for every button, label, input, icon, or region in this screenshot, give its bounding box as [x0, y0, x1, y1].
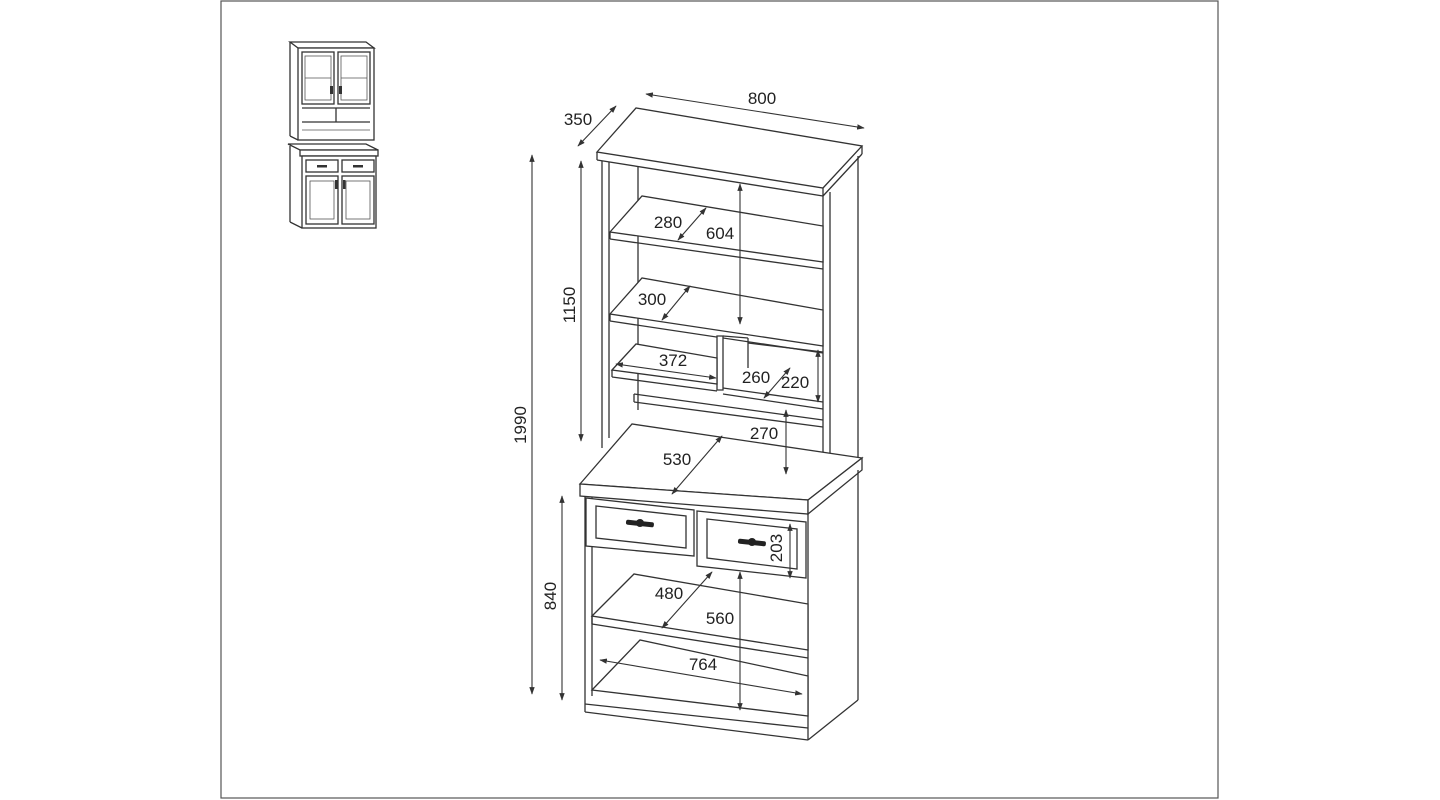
dim-drawer-height: 203 — [767, 534, 786, 562]
dim-total-height: 1990 — [511, 406, 530, 444]
dim-upper-height: 1150 — [560, 287, 579, 324]
drawer-handle-icon — [625, 519, 654, 528]
dim-lower-height: 840 — [541, 582, 560, 610]
dim-lower-shelf-depth: 480 — [655, 584, 683, 603]
dim-hutch-gap: 270 — [750, 424, 778, 443]
dim-worktop-depth: 530 — [663, 450, 691, 469]
dim-shelf-depth-top: 280 — [654, 213, 682, 232]
dim-inner-width: 764 — [689, 655, 717, 674]
dim-shelf-gap-top: 604 — [706, 224, 734, 243]
dim-lower-gap: 560 — [706, 609, 734, 628]
dim-niche-height: 220 — [781, 373, 809, 392]
dim-depth: 350 — [564, 110, 592, 129]
cabinet-main-view — [578, 107, 864, 741]
dim-niche-width: 372 — [659, 351, 687, 370]
cabinet-thumbnail — [287, 41, 379, 229]
dim-width: 800 — [748, 89, 776, 108]
drawing-frame — [220, 0, 1219, 799]
dimension-lines — [529, 92, 865, 711]
dim-niche-depth: 260 — [742, 368, 770, 387]
drawer-handle-icon — [737, 538, 766, 547]
dim-shelf-depth-mid: 300 — [638, 290, 666, 309]
